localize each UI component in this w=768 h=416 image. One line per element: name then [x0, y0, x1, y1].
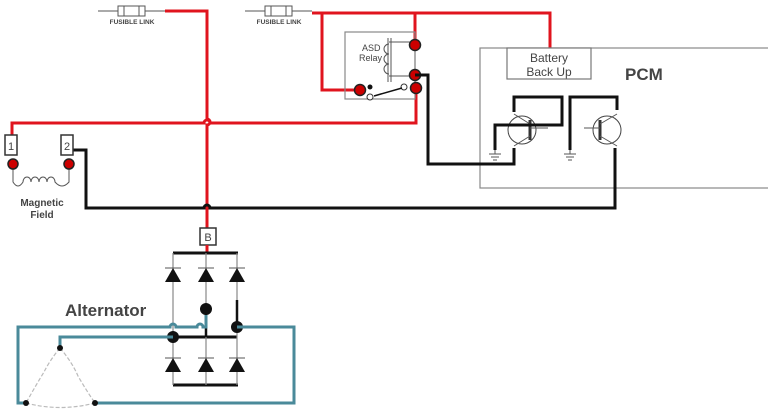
relay-label-1: ASD [362, 43, 381, 53]
asd-relay: ASD Relay [344, 31, 423, 101]
transistor-1 [507, 113, 548, 147]
battery-label-1: Battery [530, 51, 568, 65]
field-label-2: Field [30, 210, 53, 221]
fusible-link-2: FUSIBLE LINK [245, 5, 312, 26]
relay-label-2: Relay [359, 53, 383, 63]
fusible-link-1: FUSIBLE LINK [98, 5, 165, 26]
ground-icon [564, 150, 576, 161]
terminal-1 [4, 134, 18, 156]
rectifier-bridge: B [165, 227, 245, 387]
battery-label-2: Back Up [526, 65, 572, 79]
terminal-2 [60, 134, 74, 156]
signal-wires [73, 73, 617, 210]
stator-windings [16, 315, 296, 409]
fuse2-label: FUSIBLE LINK [257, 19, 302, 26]
alternator-label: Alternator [65, 301, 147, 320]
magnetic-field: 1 2 Magnetic Field [4, 134, 75, 221]
terminal-b-label: B [204, 232, 211, 244]
transistor-2 [584, 113, 622, 147]
field-label-1: Magnetic [20, 198, 64, 209]
terminal-2-label: 2 [64, 141, 70, 153]
fuse1-label: FUSIBLE LINK [110, 19, 155, 26]
pcm-module: PCM Battery Back Up [479, 47, 768, 189]
power-wires [10, 9, 552, 228]
ground-icon [489, 150, 501, 161]
pcm-label: PCM [625, 65, 663, 84]
terminal-1-label: 1 [8, 141, 14, 153]
battery-backup-box [506, 47, 592, 80]
